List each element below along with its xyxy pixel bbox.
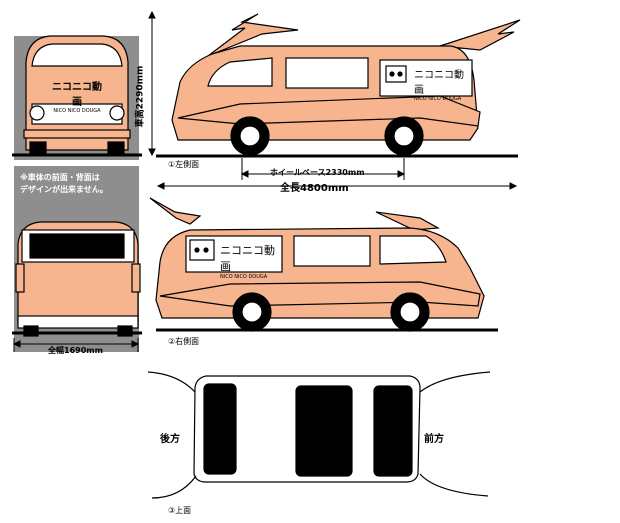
length-dimension xyxy=(156,182,518,190)
left-logo: ニコニコ動画 NICO NICO DOUGA xyxy=(414,66,470,102)
right-logo-main: ニコニコ動画 xyxy=(220,244,275,273)
right-logo: ニコニコ動画 NICO NICO DOUGA xyxy=(220,242,280,280)
rear-label: 後方 xyxy=(160,434,180,445)
left-logo-sub: NICO NICO DOUGA xyxy=(414,96,462,102)
height-dimension xyxy=(148,10,156,157)
wheelbase-dimension xyxy=(240,158,406,180)
front-label: 前方 xyxy=(424,434,444,445)
top-view-label: ③上面 xyxy=(168,506,192,515)
front-view-van xyxy=(23,35,131,155)
length-label: 全長4800mm xyxy=(280,183,349,194)
front-logo: ニコニコ動画 NICO NICO DOUGA xyxy=(48,78,106,114)
left-logo-main: ニコニコ動画 xyxy=(414,70,464,96)
right-logo-sub: NICO NICO DOUGA xyxy=(220,274,268,280)
width-dimension xyxy=(12,338,140,352)
front-logo-sub: NICO NICO DOUGA xyxy=(53,108,101,114)
right-side-van xyxy=(149,197,485,332)
front-logo-main: ニコニコ動画 xyxy=(52,82,102,108)
right-view-label: ②右側面 xyxy=(168,337,200,346)
note-line-1: ※車体の前面・背面は xyxy=(20,173,100,182)
top-view-van xyxy=(147,371,491,499)
left-side-van xyxy=(171,13,521,156)
height-label: 車高2290mm xyxy=(135,65,146,128)
rear-view-van xyxy=(15,221,141,337)
note-line-2: デザインが出来ません。 xyxy=(20,185,108,194)
wheelbase-label: ホイールベース2330mm xyxy=(270,168,365,177)
left-view-label: ①左側面 xyxy=(168,160,200,169)
width-label: 全幅1690mm xyxy=(48,346,103,355)
